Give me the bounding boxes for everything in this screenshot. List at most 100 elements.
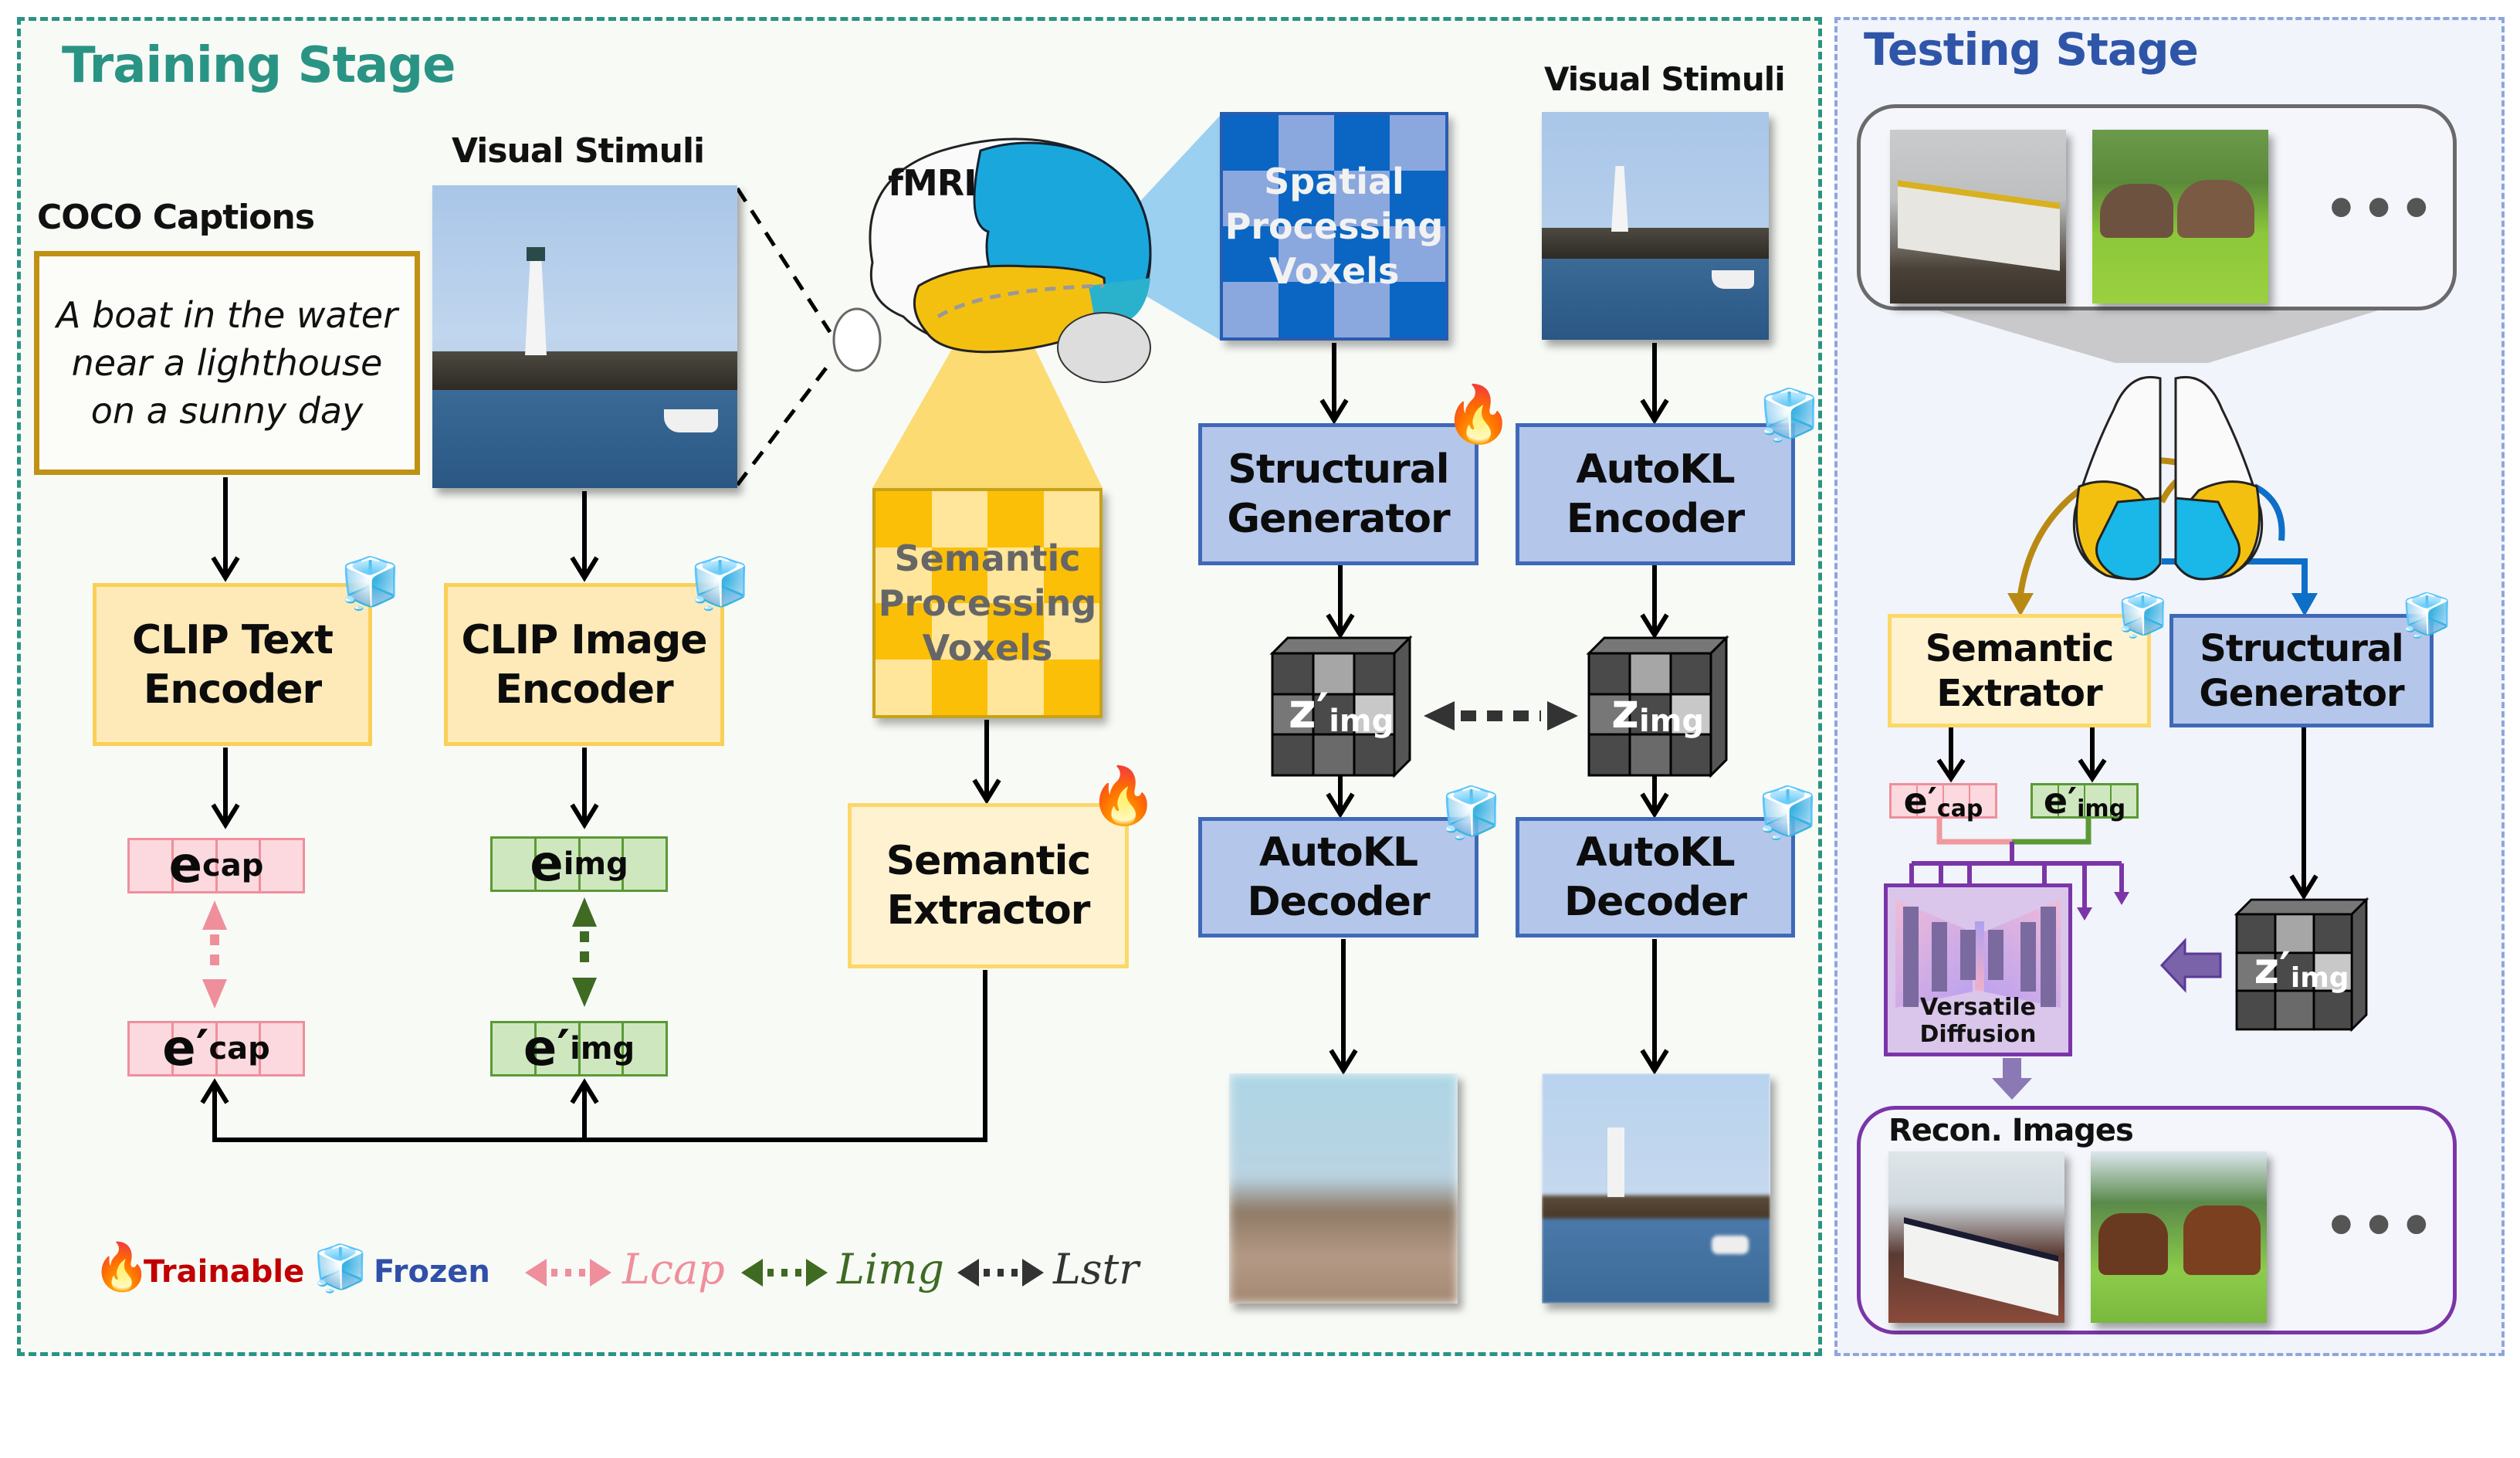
test-input-image-train — [1890, 130, 2066, 303]
fmri-label: fMRI — [888, 162, 977, 204]
test-e-cap-symbol: e′ — [1903, 780, 1937, 822]
semantic-extractor-training: Semantic Extractor — [848, 803, 1129, 968]
legend-loss-img: Limg — [837, 1245, 944, 1294]
e-img-subscript: img — [563, 846, 628, 882]
clip-image-encoder-label: CLIP Image Encoder — [461, 616, 708, 713]
visual-stimuli-label-2: Visual Stimuli — [1544, 60, 1786, 98]
test-e-img-subscript: img — [2077, 795, 2126, 822]
eye-icon — [832, 307, 882, 372]
test-z-img-subscript: img — [2290, 961, 2349, 994]
loss-img-arrow — [572, 897, 597, 1007]
decoded-image-autokl — [1542, 1073, 1770, 1304]
trainable-icon-semantic-extractor: 🔥 — [1089, 763, 1158, 828]
legend-loss-str: Lstr — [1053, 1245, 1140, 1294]
clip-text-encoder-label: CLIP Text Encoder — [131, 616, 334, 713]
loss-str-arrow — [1424, 701, 1578, 731]
semantic-extractor-label: Semantic Extractor — [886, 838, 1092, 934]
sight-line-top — [735, 187, 832, 334]
structural-generator-testing-label: Structural Generator — [2199, 626, 2404, 715]
structural-generator-training: Structural Generator — [1198, 423, 1478, 565]
legend-cap-arrow — [525, 1259, 611, 1287]
structural-generator-label: Structural Generator — [1227, 446, 1450, 542]
vd-to-recon-arrow — [1992, 1058, 2032, 1100]
recon-image-animals — [2091, 1151, 2267, 1323]
recon-image-train — [1888, 1151, 2064, 1323]
frozen-icon-clip-image: 🧊 — [689, 555, 751, 612]
spatial-processing-voxels: Spatial Processing Voxels — [1220, 112, 1448, 341]
test-z-img-symbol: z′ — [2254, 943, 2291, 994]
z-img-pred-subscript: img — [1329, 704, 1394, 739]
clip-text-encoder: CLIP Text Encoder — [93, 583, 372, 746]
autokl-encoder-label: AutoKL Encoder — [1566, 446, 1745, 542]
stimulus-image-lighthouse-2 — [1542, 112, 1769, 340]
recon-images-label: Recon. Images — [1888, 1113, 2134, 1148]
semantic-extractor-testing: Semantic Extrator — [1888, 614, 2151, 727]
semantic-extractor-testing-label: Semantic Extrator — [1925, 626, 2115, 715]
frozen-icon-structural-generator-testing: 🧊 — [2401, 591, 2454, 639]
semantic-voxels-label: Semantic Processing Voxels — [878, 537, 1097, 669]
legend-str-arrow — [957, 1259, 1044, 1287]
e-cap-pred-subscript: cap — [208, 1031, 270, 1066]
stimulus-image-lighthouse — [432, 185, 737, 488]
z-img-subscript: img — [1639, 704, 1705, 739]
autokl-decoder-gt-label: AutoKL Decoder — [1563, 829, 1747, 925]
frozen-icon-autokl-decoder-pred: 🧊 — [1441, 785, 1502, 842]
test-e-cap-subscript: cap — [1936, 795, 1983, 822]
legend-frozen-label: Frozen — [374, 1254, 490, 1290]
versatile-diffusion-label: Versatile Diffusion — [1919, 994, 2037, 1048]
e-cap-pred-embedding: e′cap — [127, 1021, 305, 1077]
frozen-icon-autokl-decoder-gt: 🧊 — [1757, 785, 1819, 842]
more-inputs-ellipsis: ••• — [2324, 178, 2437, 241]
autokl-decoder-pred-label: AutoKL Decoder — [1247, 829, 1430, 925]
e-img-pred-symbol: e′ — [523, 1020, 571, 1077]
visual-stimuli-label: Visual Stimuli — [452, 131, 705, 171]
training-stage-title: Training Stage — [62, 37, 456, 94]
frozen-icon-semantic-extractor-testing: 🧊 — [2117, 591, 2169, 639]
autokl-decoder-pred: AutoKL Decoder — [1198, 817, 1478, 938]
loss-cap-arrow — [202, 900, 227, 1009]
caption-box: A boat in the water near a lighthouse on… — [34, 251, 420, 475]
testing-stage-title: Testing Stage — [1864, 23, 2199, 76]
semantic-extractor-output-line — [212, 970, 987, 1142]
e-img-pred-embedding: e′img — [490, 1021, 668, 1077]
recon-images-box: Recon. Images ••• — [1857, 1106, 2457, 1334]
coco-captions-label: COCO Captions — [37, 198, 315, 237]
z-img-symbol: z — [1611, 682, 1640, 739]
fmri-brain: fMRI — [826, 131, 1158, 386]
e-cap-symbol: e — [168, 837, 203, 894]
test-e-cap-pred-embedding: e′cap — [1889, 780, 1997, 822]
structural-generator-testing: Structural Generator — [2169, 614, 2434, 727]
autokl-decoder-gt: AutoKL Decoder — [1516, 817, 1795, 938]
spatial-voxels-label: Spatial Processing Voxels — [1224, 161, 1444, 292]
z-img-pred-symbol: z′ — [1288, 682, 1329, 739]
autokl-encoder: AutoKL Encoder — [1516, 423, 1795, 565]
test-input-image-elephants — [2092, 130, 2268, 303]
clip-image-encoder: CLIP Image Encoder — [444, 583, 724, 746]
legend-loss-cap: Lcap — [622, 1245, 725, 1294]
more-outputs-ellipsis: ••• — [2324, 1195, 2437, 1258]
testing-brain-top-view — [2044, 363, 2291, 587]
test-e-img-pred-embedding: e′img — [2031, 780, 2139, 822]
z-img-pred-cube: z′img — [1269, 635, 1413, 778]
trainable-icon-structural-generator: 🔥 — [1444, 381, 1513, 446]
versatile-diffusion: Versatile Diffusion — [1884, 883, 2072, 1056]
legend-img-arrow — [741, 1259, 828, 1287]
decoded-image-blurry — [1229, 1073, 1458, 1304]
test-e-img-symbol: e′ — [2043, 780, 2078, 822]
legend-trainable-icon: 🔥 — [93, 1240, 151, 1294]
semantic-processing-voxels: Semantic Processing Voxels — [872, 488, 1102, 718]
test-input-images-box: ••• — [1857, 104, 2457, 310]
frozen-icon-autokl-encoder: 🧊 — [1759, 387, 1821, 444]
e-cap-subscript: cap — [202, 848, 264, 883]
caption-text: A boat in the water near a lighthouse on… — [56, 294, 398, 432]
legend-trainable-label: Trainable — [144, 1254, 305, 1290]
e-cap-pred-symbol: e′ — [162, 1020, 209, 1077]
e-img-pred-subscript: img — [570, 1031, 635, 1066]
test-z-img-pred-cube: z′img — [2234, 897, 2369, 1032]
frozen-icon-clip-text: 🧊 — [340, 555, 401, 612]
